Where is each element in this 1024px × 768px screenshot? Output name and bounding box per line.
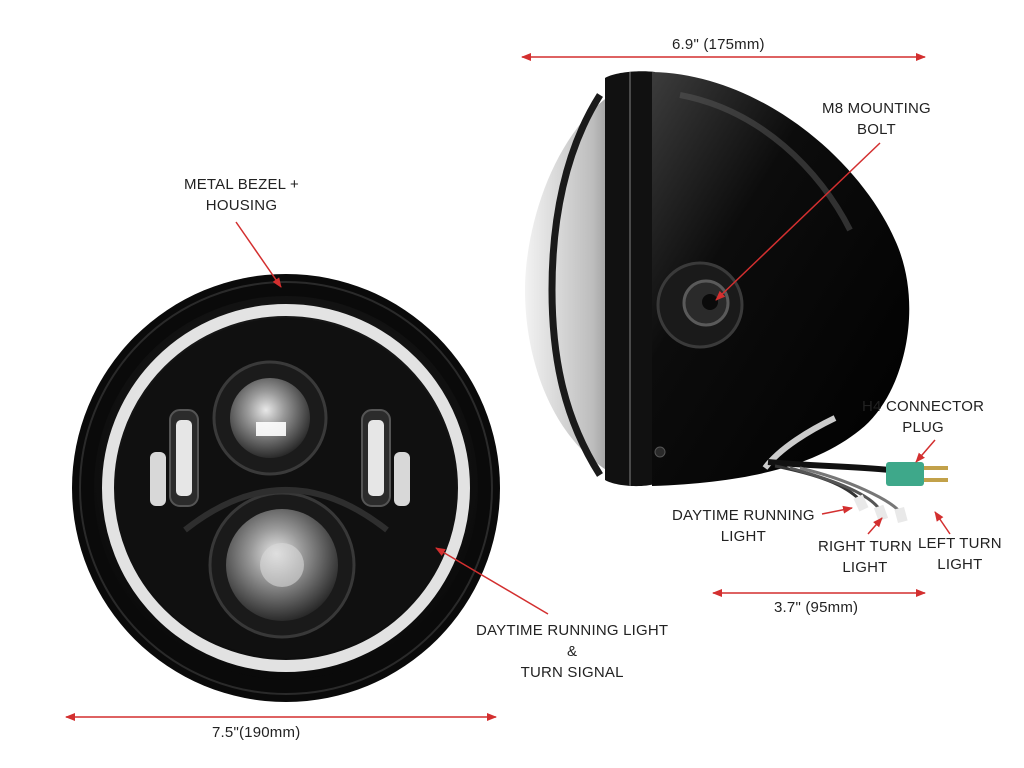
top-dimension-label: 6.9" (175mm) [672,36,765,53]
h4-plug-label: H4 CONNECTOR PLUG [862,396,984,438]
side-headlight [525,71,948,524]
drl-turn-line-3: TURN SIGNAL [520,664,624,681]
right-turn-pointer [867,517,883,535]
left-turn-pointer [934,511,951,535]
bezel-pointer [235,221,282,288]
metal-bezel-line-1: METAL BEZEL + [184,176,299,193]
drl-wire-label: DAYTIME RUNNING LIGHT [672,505,815,547]
bottom-left-dimension-label: 7.5"(190mm) [212,724,301,741]
left-turn-line-2: LIGHT [937,556,983,573]
right-turn-line-1: RIGHT TURN [818,538,912,555]
left-turn-label: LEFT TURN LIGHT [918,533,1002,575]
right-turn-label: RIGHT TURN LIGHT [818,536,912,578]
drl-wire-line-2: LIGHT [720,528,766,545]
right-turn-line-2: LIGHT [842,559,888,576]
drl-turn-signal-label: DAYTIME RUNNING LIGHT & TURN SIGNAL [476,620,668,683]
m8-bolt-line-1: M8 MOUNTING [822,100,931,117]
drl-wire-line-1: DAYTIME RUNNING [672,507,815,524]
drl-turn-line-2: & [567,643,578,660]
h4-plug-line-2: PLUG [902,419,944,436]
bottom-right-dimension-label: 3.7" (95mm) [774,599,859,616]
h4-plug-line-1: H4 CONNECTOR [862,398,985,415]
drl-turn-pointer [435,547,549,615]
metal-bezel-label: METAL BEZEL + HOUSING [184,174,299,216]
bolt-pointer [715,142,881,301]
plug-pointer [915,439,936,463]
drl-turn-line-1: DAYTIME RUNNING LIGHT [476,622,669,639]
metal-bezel-line-2: HOUSING [205,197,278,214]
m8-bolt-label: M8 MOUNTING BOLT [822,98,931,140]
front-headlight [72,274,500,702]
drl-wire-pointer [821,505,853,515]
m8-bolt-line-2: BOLT [857,121,896,138]
left-turn-line-1: LEFT TURN [918,535,1002,552]
annotation-arrows [65,53,951,721]
